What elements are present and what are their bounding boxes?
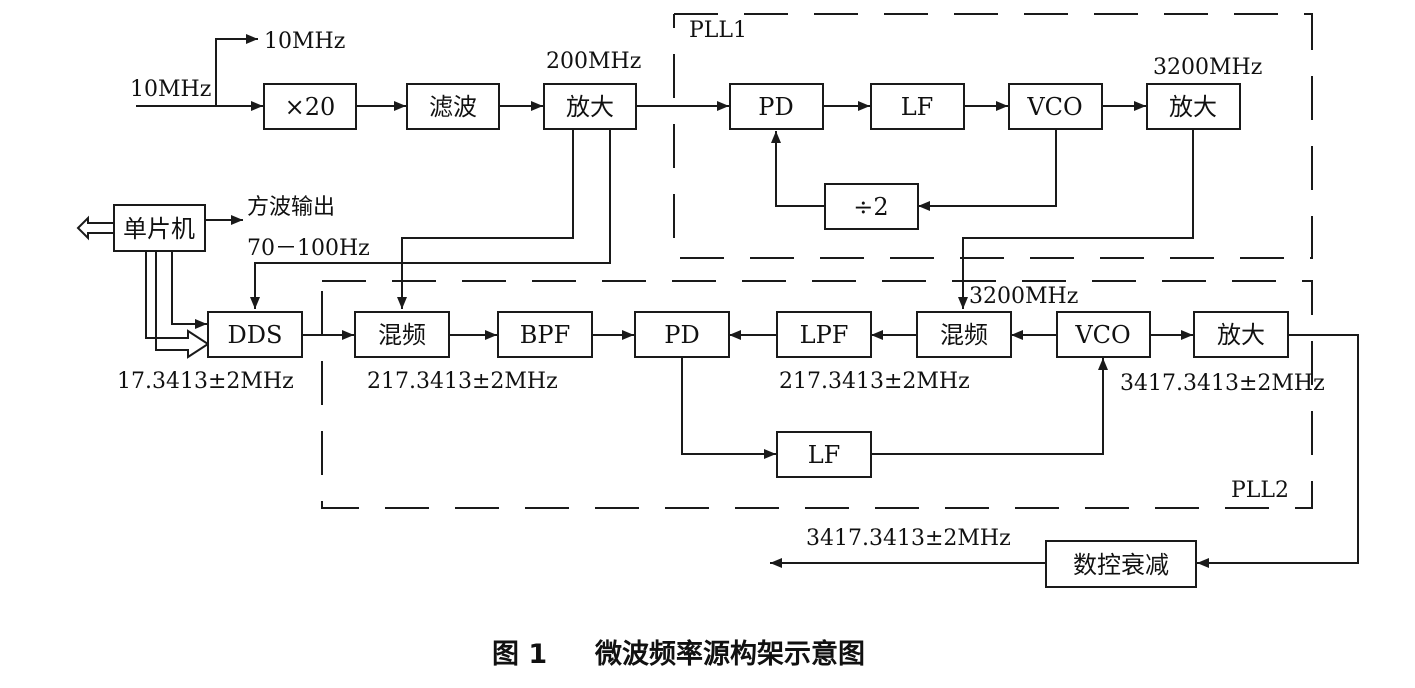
filter-label: 滤波 (429, 93, 477, 121)
output-freq-label: 3417.3413±2MHz (806, 526, 1011, 551)
dds-block: DDS (207, 311, 303, 358)
lf2-block: LF (776, 431, 872, 478)
mcu-block: 单片机 (113, 204, 206, 252)
if-freq-label-2: 217.3413±2MHz (779, 369, 970, 394)
vco2-freq-label: 3417.3413±2MHz (1120, 371, 1325, 396)
amp2-block: 放大 (1146, 83, 1241, 130)
vco2-block: VCO (1056, 311, 1151, 358)
square-wave-range-label: 70－100Hz (247, 236, 370, 261)
mult20-block: ×20 (263, 83, 357, 130)
vco1-label: VCO (1026, 93, 1082, 121)
lpf-block: LPF (776, 311, 872, 358)
bpf-label: BPF (520, 321, 570, 349)
mcu-label: 单片机 (123, 215, 195, 243)
amp2-label: 放大 (1169, 93, 1217, 121)
vco2-label: VCO (1074, 321, 1130, 349)
div2-label: ÷2 (853, 193, 888, 221)
square-wave-label: 方波输出 (247, 195, 335, 220)
amp1-label: 放大 (566, 93, 614, 121)
freq-3200-mid-label: 3200MHz (969, 284, 1078, 309)
dds-freq-label: 17.3413±2MHz (117, 369, 294, 394)
div2-block: ÷2 (824, 183, 919, 230)
freq-3200-top-label: 3200MHz (1153, 55, 1262, 80)
pd2-block: PD (634, 311, 730, 358)
pd2-label: PD (664, 321, 699, 349)
mixer2-block: 混频 (916, 311, 1012, 358)
amp3-block: 放大 (1193, 311, 1289, 358)
attenuator-label: 数控衰减 (1073, 551, 1169, 579)
bpf-block: BPF (497, 311, 593, 358)
pll2-label: PLL2 (1231, 478, 1289, 503)
amp3-label: 放大 (1217, 321, 1265, 349)
lpf-label: LPF (800, 321, 849, 349)
mult20-label: ×20 (285, 93, 336, 121)
top-chain-wires (136, 34, 1194, 309)
figure-title: 微波频率源构架示意图 (594, 638, 865, 670)
pd1-label: PD (758, 93, 793, 121)
freq-200-label: 200MHz (546, 49, 641, 74)
attenuator-block: 数控衰减 (1045, 540, 1197, 588)
pll1-region (673, 13, 1313, 259)
lf1-label: LF (901, 93, 934, 121)
pll1-label: PLL1 (689, 18, 747, 43)
vco1-block: VCO (1008, 83, 1103, 130)
dds-label: DDS (228, 321, 283, 349)
if-freq-label-1: 217.3413±2MHz (367, 369, 558, 394)
ref-in-label: 10MHz (130, 77, 211, 102)
ref-out-label: 10MHz (264, 29, 345, 54)
mixer1-block: 混频 (354, 311, 450, 358)
filter-block: 滤波 (406, 83, 500, 130)
pd1-block: PD (729, 83, 824, 130)
pll2-wires (302, 330, 1359, 568)
mixer2-label: 混频 (940, 321, 988, 349)
amp1-block: 放大 (543, 83, 637, 130)
lf2-label: LF (808, 441, 841, 469)
lf1-block: LF (870, 83, 965, 130)
mixer1-label: 混频 (378, 321, 426, 349)
pll2-region (321, 280, 1313, 509)
figure-number: 图 1 (492, 639, 547, 670)
